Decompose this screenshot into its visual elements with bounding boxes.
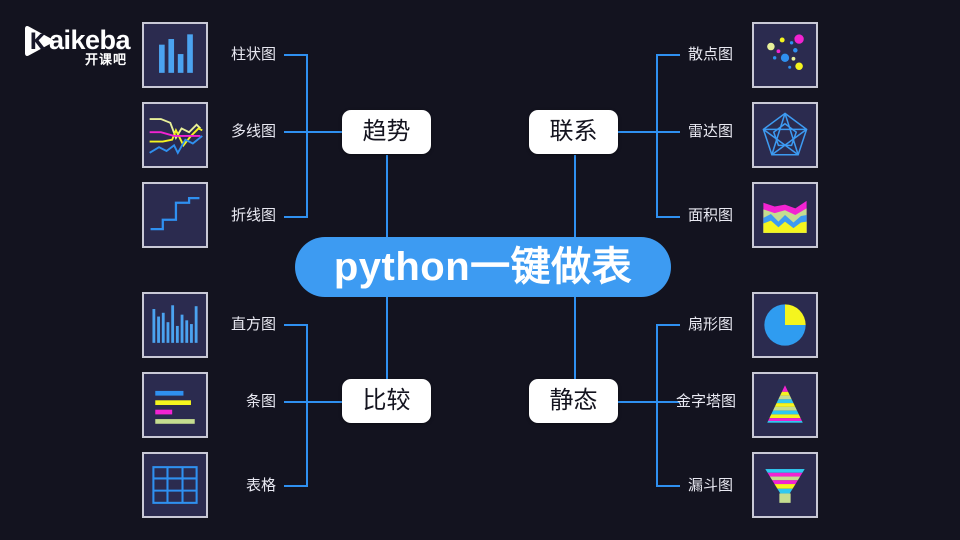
branch-label-compare: 比较 [362,387,411,414]
pie-chart-icon [752,292,818,358]
connector-bracket-trend [306,55,308,217]
connector-leaf-table [284,485,308,487]
leaf-label-funnel: 漏斗图 [688,477,734,494]
brand-subtitle: 开课吧 [85,52,128,67]
leaf-label-table: 表格 [245,477,276,494]
connector-leaf-scatter [656,54,680,56]
leaf-label-multiline: 多线图 [230,123,276,140]
connector-relation-stem [618,131,658,133]
leaf-label-pyramid: 金字塔图 [676,393,737,410]
branch-node-relation[interactable]: 联系 [529,110,618,154]
leaf-label-pie: 扇形图 [688,316,734,333]
pyramid-chart-icon [752,372,818,438]
leaf-label-area: 面积图 [688,207,734,224]
connector-leaf-pyramid [656,401,680,403]
leaf-label-radar: 雷达图 [688,123,734,140]
play-k-logo-icon [22,24,56,58]
center-node-title[interactable]: python一键做表 [295,237,671,297]
branch-node-compare[interactable]: 比较 [342,379,431,423]
histogram-chart-icon [142,292,208,358]
connector-trend-stem [306,131,344,133]
connector-compare-stem [306,401,344,403]
branch-node-static[interactable]: 静态 [529,379,618,423]
connector-relation-to-center [574,155,576,241]
branch-label-static: 静态 [549,387,598,414]
connector-static-stem [618,401,658,403]
connector-leaf-radar [656,131,680,133]
brand-logo: aikeba 开课吧 [22,22,147,70]
connector-leaf-hbar [284,401,308,403]
connector-leaf-pie [656,324,680,326]
bar-chart-icon [142,22,208,88]
table-grid-icon [142,452,208,518]
branch-node-trend[interactable]: 趋势 [342,110,431,154]
leaf-label-histogram: 直方图 [230,316,276,333]
multi-line-chart-icon [142,102,208,168]
leaf-label-hbar: 条图 [245,393,276,410]
connector-leaf-stepline [284,216,308,218]
center-node-label: python一键做表 [333,245,633,289]
connector-leaf-area [656,216,680,218]
scatter-chart-icon [752,22,818,88]
branch-label-relation: 联系 [549,118,598,145]
leaf-label-scatter: 散点图 [688,46,734,63]
horizontal-bar-chart-icon [142,372,208,438]
connector-leaf-multiline [284,131,308,133]
connector-compare-to-center [386,293,388,379]
connector-leaf-funnel [656,485,680,487]
brand-wordmark: aikeba [49,25,131,55]
connector-static-to-center [574,293,576,379]
radar-chart-icon [752,102,818,168]
leaf-label-stepline: 折线图 [230,207,276,224]
connector-leaf-histogram [284,324,308,326]
connector-bracket-relation [656,55,658,217]
area-chart-icon [752,182,818,248]
connector-leaf-bar [284,54,308,56]
connector-trend-to-center [386,155,388,241]
connector-bracket-static [656,324,658,486]
funnel-chart-icon [752,452,818,518]
branch-label-trend: 趋势 [362,118,411,145]
step-line-chart-icon [142,182,208,248]
connector-bracket-compare [306,324,308,486]
leaf-label-bar: 柱状图 [230,46,276,63]
